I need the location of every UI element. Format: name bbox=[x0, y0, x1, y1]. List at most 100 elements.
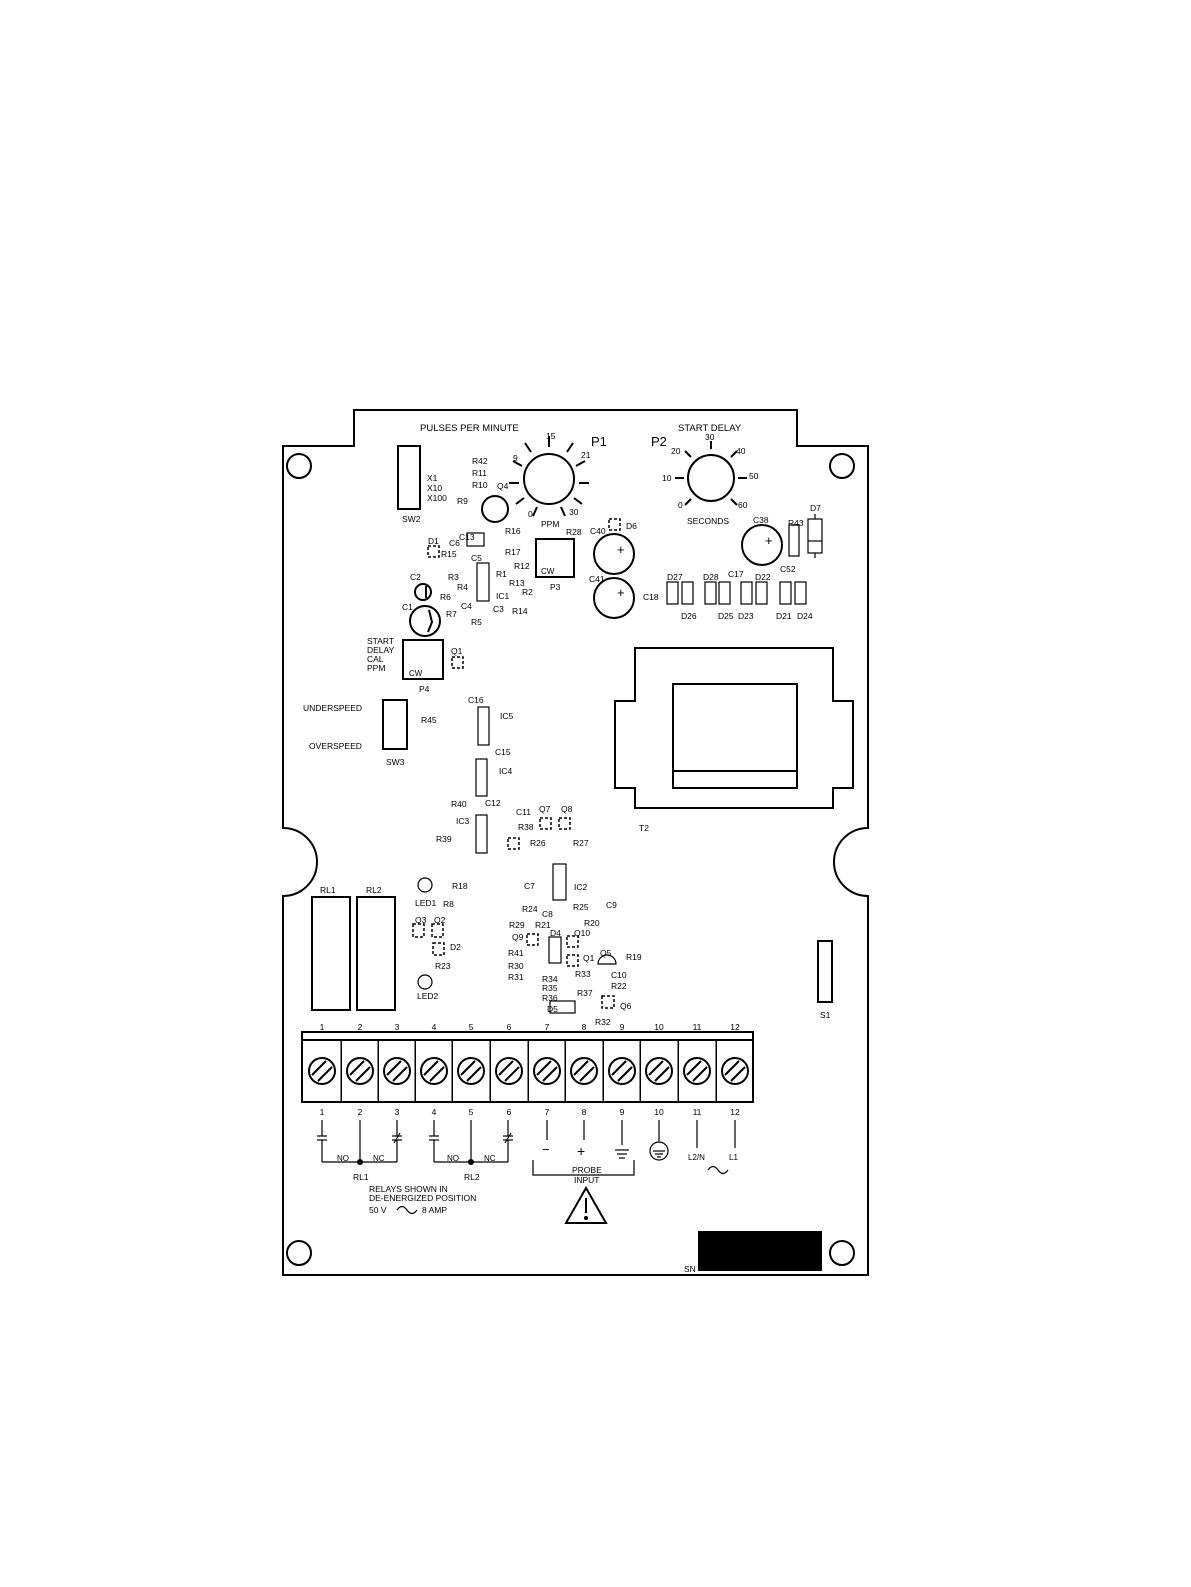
mounting-hole bbox=[286, 1240, 312, 1266]
component-label: R26 bbox=[530, 838, 546, 848]
p4-caption-line: DELAY bbox=[367, 645, 395, 655]
component-label: Q4 bbox=[497, 481, 509, 491]
component-label: R20 bbox=[584, 918, 600, 928]
svg-text:L2/N: L2/N bbox=[688, 1153, 705, 1162]
terminal-screw[interactable] bbox=[683, 1057, 711, 1085]
dial-p2[interactable]: START DELAY P2 20 30 40 10 50 0 60 SECON… bbox=[651, 423, 759, 526]
component-label: D27 bbox=[667, 572, 683, 582]
component-label: R30 bbox=[508, 961, 524, 971]
svg-text:−: − bbox=[542, 1142, 550, 1157]
component-label: R28 bbox=[566, 527, 582, 537]
sw3-label: SW3 bbox=[386, 757, 405, 767]
component-label: Q1 bbox=[583, 953, 595, 963]
component-label: C10 bbox=[611, 970, 627, 980]
screw-slot bbox=[648, 1060, 664, 1076]
switch-sw2[interactable]: SW2 X1 X10 X100 bbox=[397, 445, 447, 524]
transistor-q4 bbox=[481, 495, 509, 523]
screw-slot bbox=[536, 1060, 552, 1076]
terminal-screw[interactable] bbox=[721, 1057, 749, 1085]
terminal-number: 9 bbox=[620, 1022, 625, 1032]
terminal-number: 10 bbox=[654, 1107, 664, 1117]
terminal-screw[interactable] bbox=[383, 1057, 411, 1085]
pad-outlines bbox=[412, 518, 621, 1009]
dial-p1[interactable]: PULSES PER MINUTE P1 9 15 21 0 30 PPM bbox=[420, 423, 607, 529]
screw-slot bbox=[730, 1066, 746, 1082]
component-label: LED1 bbox=[415, 898, 437, 908]
component-label: R22 bbox=[611, 981, 627, 991]
svg-text:RL1: RL1 bbox=[320, 885, 336, 895]
component-label: IC1 bbox=[496, 591, 510, 601]
terminal-number: 10 bbox=[654, 1022, 664, 1032]
dial-p2-tick-20: 20 bbox=[671, 446, 681, 456]
component-label: Q7 bbox=[539, 804, 551, 814]
component-label: D28 bbox=[703, 572, 719, 582]
component-label: R5 bbox=[471, 617, 482, 627]
component-label: R40 bbox=[451, 799, 467, 809]
junction-dot bbox=[357, 1159, 363, 1165]
component-label: R21 bbox=[535, 920, 551, 930]
screw-slot bbox=[429, 1066, 445, 1082]
mounting-hole bbox=[286, 453, 312, 479]
component-label: D23 bbox=[738, 611, 754, 621]
component-label: D1 bbox=[428, 536, 439, 546]
screw-slot bbox=[573, 1060, 589, 1076]
terminal-number: 7 bbox=[545, 1022, 550, 1032]
component-label: R31 bbox=[508, 972, 524, 982]
terminal-screw[interactable] bbox=[495, 1057, 523, 1085]
switch-s1[interactable]: S1 bbox=[817, 940, 833, 1020]
switch-sw3[interactable]: SW3 UNDERSPEED OVERSPEED bbox=[303, 699, 408, 767]
svg-text:+: + bbox=[765, 533, 773, 548]
dial-p1-title: PULSES PER MINUTE bbox=[420, 423, 519, 434]
screw-slot bbox=[498, 1060, 514, 1076]
component-label: C52 bbox=[780, 564, 796, 574]
terminal-screw[interactable] bbox=[457, 1057, 485, 1085]
terminal-screw[interactable] bbox=[608, 1057, 636, 1085]
component-label: R43 bbox=[788, 518, 804, 528]
svg-text:+: + bbox=[577, 1143, 585, 1159]
component-label: C3 bbox=[493, 604, 504, 614]
component-label: C40 bbox=[590, 526, 606, 536]
terminal-number: 1 bbox=[320, 1022, 325, 1032]
component-label: R24 bbox=[522, 904, 538, 914]
terminal-screw[interactable] bbox=[533, 1057, 561, 1085]
dial-p2-knob[interactable] bbox=[687, 454, 735, 502]
component-label: C11 bbox=[516, 807, 531, 817]
capacitor-c2 bbox=[414, 583, 432, 601]
component-label: R36 bbox=[542, 993, 558, 1003]
svg-text:RELAYS SHOWN IN: RELAYS SHOWN IN bbox=[369, 1184, 448, 1194]
terminal-number: 11 bbox=[693, 1107, 702, 1117]
svg-text:RL2: RL2 bbox=[366, 885, 382, 895]
p4-caption-line: START bbox=[367, 636, 394, 646]
terminal-screw[interactable] bbox=[346, 1057, 374, 1085]
component-label: C7 bbox=[524, 881, 535, 891]
dial-p1-tick-21: 21 bbox=[581, 450, 591, 460]
component-label: Q1 bbox=[451, 646, 463, 656]
terminal-screw[interactable] bbox=[570, 1057, 598, 1085]
terminal-screw[interactable] bbox=[645, 1057, 673, 1085]
terminal-number: 9 bbox=[620, 1107, 625, 1117]
terminal-screw[interactable] bbox=[420, 1057, 448, 1085]
component-label: R14 bbox=[512, 606, 528, 616]
component-label: LED2 bbox=[417, 991, 439, 1001]
trimmer-p3[interactable]: CW P3 bbox=[535, 538, 575, 592]
terminal-number: 5 bbox=[469, 1107, 474, 1117]
component-label: Q10 bbox=[574, 928, 590, 938]
sw2-option-x10: X10 bbox=[427, 483, 442, 493]
component-label: R27 bbox=[573, 838, 589, 848]
p4-caption-line: PPM bbox=[367, 663, 385, 673]
trimmer-p4[interactable]: CW P4 START DELAY CAL PPM bbox=[367, 636, 444, 694]
component-label: C4 bbox=[461, 601, 472, 611]
dial-p1-tick-15: 15 bbox=[546, 431, 556, 441]
component-label: R12 bbox=[514, 561, 530, 571]
p4-caption-line: CAL bbox=[367, 654, 384, 664]
terminal-screw[interactable] bbox=[308, 1057, 336, 1085]
mounting-hole bbox=[829, 453, 855, 479]
terminal-number: 12 bbox=[730, 1107, 740, 1117]
component-label: C15 bbox=[495, 747, 511, 757]
component-label: R8 bbox=[443, 899, 454, 909]
svg-text:DE-ENERGIZED POSITION: DE-ENERGIZED POSITION bbox=[369, 1193, 476, 1203]
terminal-number: 8 bbox=[582, 1107, 587, 1117]
component-label: D22 bbox=[755, 572, 771, 582]
screw-slot bbox=[579, 1066, 595, 1082]
dial-p1-knob[interactable] bbox=[523, 453, 575, 505]
